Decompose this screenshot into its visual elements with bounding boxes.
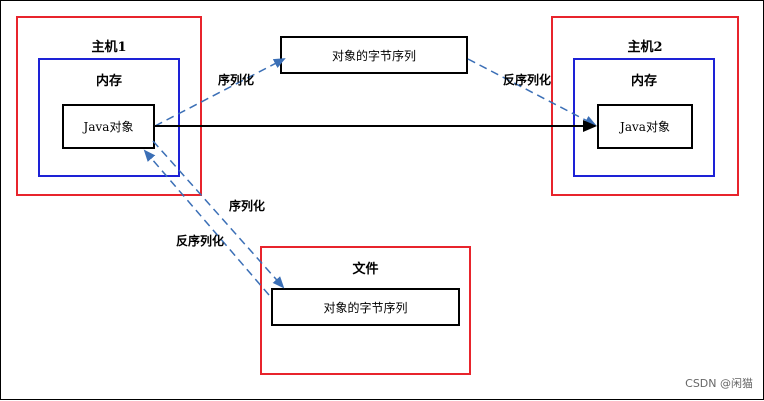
host1-title: 主机1 xyxy=(91,40,127,55)
deserialize-from-file-arrow xyxy=(143,149,270,296)
host2-memory-label: 内存 xyxy=(630,74,657,89)
serialize-to-file-arrow xyxy=(152,140,285,289)
byte-sequence-top-label: 对象的字节序列 xyxy=(331,48,416,63)
host2-title: 主机2 xyxy=(627,40,663,55)
host1-memory-label: 内存 xyxy=(95,74,122,89)
file-box: 文件 xyxy=(260,246,471,375)
serialize-to-bytes-arrow xyxy=(154,58,286,127)
byte-sequence-top: 对象的字节序列 xyxy=(280,36,468,74)
serialize-top-label: 序列化 xyxy=(218,73,255,87)
file-byte-sequence: 对象的字节序列 xyxy=(271,288,460,326)
watermark: CSDN @闲猫 xyxy=(685,377,753,390)
file-byte-sequence-label: 对象的字节序列 xyxy=(323,300,408,315)
host2-memory-box: 内存 xyxy=(573,58,715,177)
file-title: 文件 xyxy=(352,262,379,277)
host1-memory-box: 内存 xyxy=(38,58,180,177)
host1-java-object-label: Java对象 xyxy=(83,120,134,134)
host1-java-object: Java对象 xyxy=(62,104,155,149)
deserialize-to-host2-arrow xyxy=(467,58,597,126)
host2-box: 主机2 xyxy=(551,16,739,196)
host2-java-object-label: Java对象 xyxy=(620,120,670,134)
deserialize-file-label: 反序列化 xyxy=(176,234,225,248)
host2-java-object: Java对象 xyxy=(597,104,693,149)
host1-box: 主机1 xyxy=(16,16,202,196)
deserialize-top-label: 反序列化 xyxy=(503,73,552,87)
serialize-file-label: 序列化 xyxy=(229,199,266,213)
